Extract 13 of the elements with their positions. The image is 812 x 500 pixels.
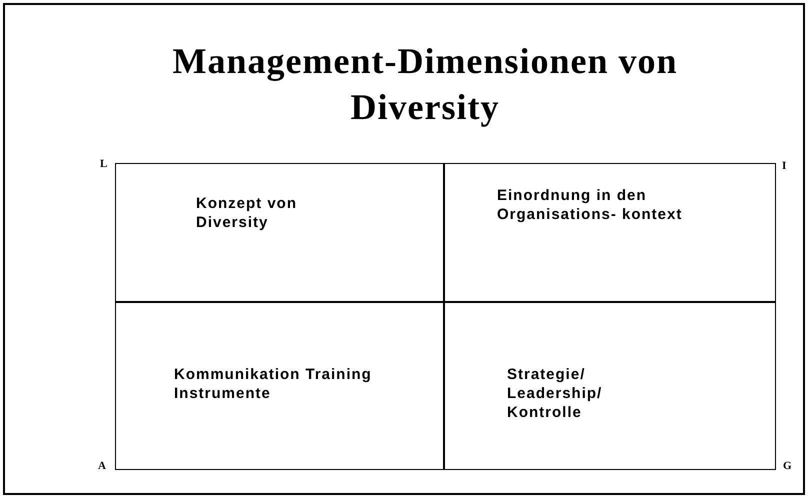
corner-letter: G xyxy=(783,460,792,472)
quadrant-box xyxy=(115,163,444,302)
corner-letter: L xyxy=(100,158,108,170)
quadrant-text: Einordnung in den Organisations- kontext xyxy=(497,186,684,224)
title: Management-Dimensionen von Diversity xyxy=(172,40,678,129)
quadrant-box xyxy=(444,163,776,302)
quadrant-text: Strategie/ Leadership/ Kontrolle xyxy=(507,365,604,422)
corner-letter: I xyxy=(782,160,786,172)
quadrant-text: Kommunikation Training Instrumente xyxy=(174,365,373,403)
quadrant-box xyxy=(444,302,776,470)
quadrant-box xyxy=(115,302,444,470)
quadrant-text: Konzept von Diversity xyxy=(196,194,298,232)
corner-letter: A xyxy=(98,460,106,472)
